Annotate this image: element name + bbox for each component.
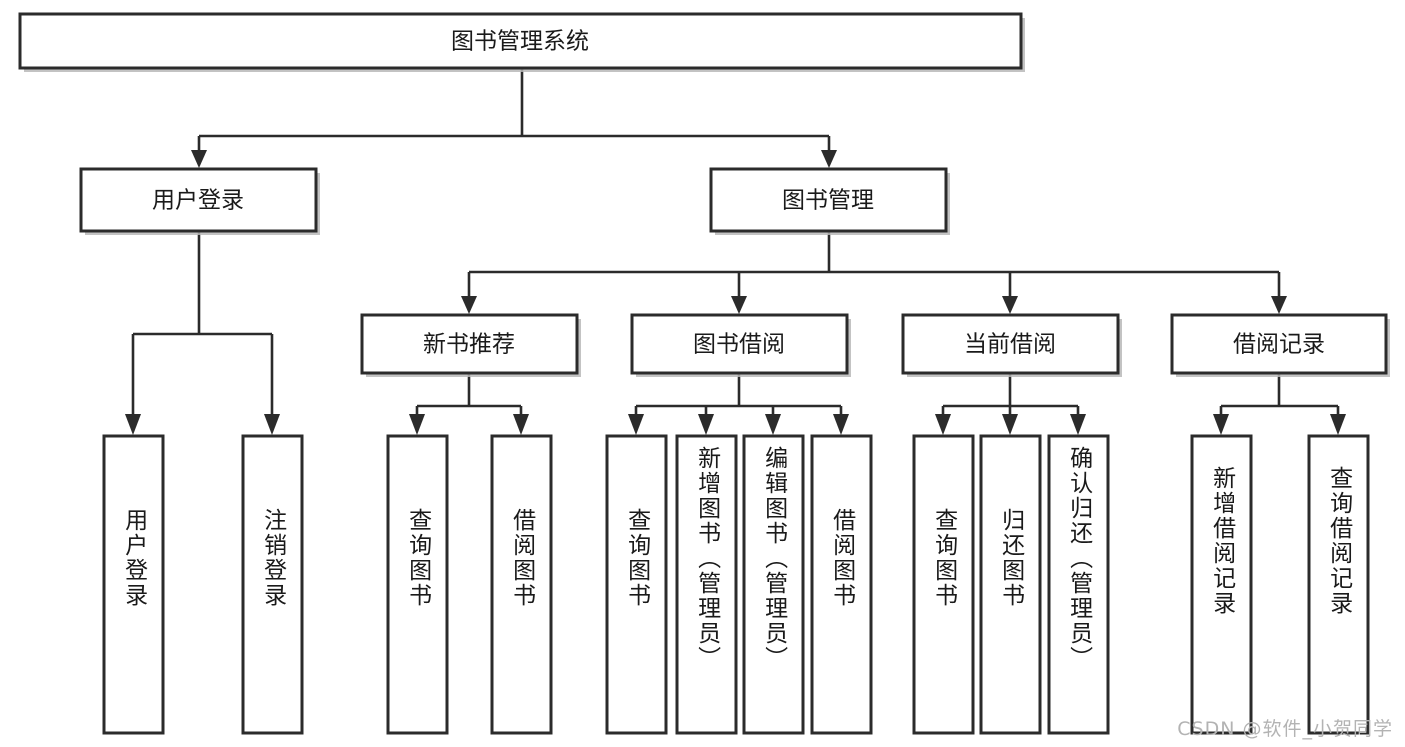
- arrowhead-leaf-query-book-3: [935, 414, 951, 435]
- node-borrow-record-label: 借阅记录: [1233, 332, 1325, 358]
- arrowhead-current-borrow: [1002, 296, 1018, 314]
- arrowhead-leaf-return-book: [1002, 414, 1018, 435]
- node-book-manage[interactable]: 图书管理: [709, 167, 950, 235]
- node-book-borrow[interactable]: 图书借阅: [630, 313, 851, 377]
- arrowhead-new-book-rec: [461, 296, 477, 314]
- arrowhead-leaf-logout-login: [264, 414, 280, 435]
- node-current-borrow-label: 当前借阅: [964, 332, 1056, 358]
- node-leaf-confirm-return-rect[interactable]: [1047, 434, 1110, 735]
- node-leaf-query-book-3-rect[interactable]: [912, 434, 975, 735]
- arrowhead-leaf-confirm-return: [1070, 414, 1086, 435]
- watermark-text: CSDN @软件_小贺同学: [1177, 718, 1393, 740]
- arrowhead-user-login: [191, 150, 207, 168]
- node-leaf-add-record-rect[interactable]: [1190, 434, 1253, 735]
- node-borrow-record[interactable]: 借阅记录: [1170, 313, 1390, 377]
- arrowhead-borrow-record: [1271, 296, 1287, 314]
- arrowhead-book-manage: [821, 150, 837, 168]
- node-leaf-logout-login-rect[interactable]: [241, 434, 304, 735]
- node-user-login-label: 用户登录: [152, 188, 244, 214]
- arrowhead-leaf-borrow-book-2: [833, 414, 849, 435]
- node-book-manage-rect: [709, 167, 948, 233]
- arrowhead-leaf-user-login: [125, 414, 141, 435]
- node-leaf-borrow-book-2-rect[interactable]: [810, 434, 873, 735]
- arrowhead-leaf-edit-book: [765, 414, 781, 435]
- node-book-borrow-rect: [630, 313, 849, 375]
- arrowhead-leaf-query-book-1: [409, 414, 425, 435]
- arrowhead-leaf-borrow-book-1: [513, 414, 529, 435]
- node-leaf-query-book-2-rect[interactable]: [605, 434, 668, 735]
- node-new-book-rec-label: 新书推荐: [423, 332, 515, 358]
- node-leaf-borrow-book-1-rect[interactable]: [490, 434, 553, 735]
- node-current-borrow-rect: [901, 313, 1120, 375]
- node-root-label: 图书管理系统: [451, 29, 589, 55]
- node-new-book-rec[interactable]: 新书推荐: [360, 313, 581, 377]
- connector-group: [125, 68, 1346, 435]
- node-user-login[interactable]: 用户登录: [79, 167, 320, 235]
- arrowhead-book-borrow: [731, 296, 747, 314]
- node-leaf-query-record-rect[interactable]: [1307, 434, 1370, 735]
- node-current-borrow[interactable]: 当前借阅: [901, 313, 1122, 377]
- arrowhead-leaf-add-book: [698, 414, 714, 435]
- node-leaf-edit-book-rect[interactable]: [742, 434, 805, 735]
- node-leaf-user-login-rect[interactable]: [102, 434, 165, 735]
- node-book-borrow-label: 图书借阅: [693, 332, 785, 358]
- arrowhead-leaf-query-record: [1330, 414, 1346, 435]
- node-root[interactable]: 图书管理系统: [18, 12, 1025, 72]
- node-new-book-rec-rect: [360, 313, 579, 375]
- node-book-manage-label: 图书管理: [782, 188, 874, 214]
- node-user-login-rect: [79, 167, 318, 233]
- node-root-rect: [18, 12, 1023, 70]
- node-leaf-query-book-1-rect[interactable]: [386, 434, 449, 735]
- arrowhead-leaf-add-record: [1213, 414, 1229, 435]
- leaf-boxes: [102, 434, 1370, 735]
- node-leaf-return-book-rect[interactable]: [979, 434, 1042, 735]
- arrowhead-leaf-query-book-2: [628, 414, 644, 435]
- node-borrow-record-rect: [1170, 313, 1388, 375]
- node-leaf-add-book-rect[interactable]: [675, 434, 738, 735]
